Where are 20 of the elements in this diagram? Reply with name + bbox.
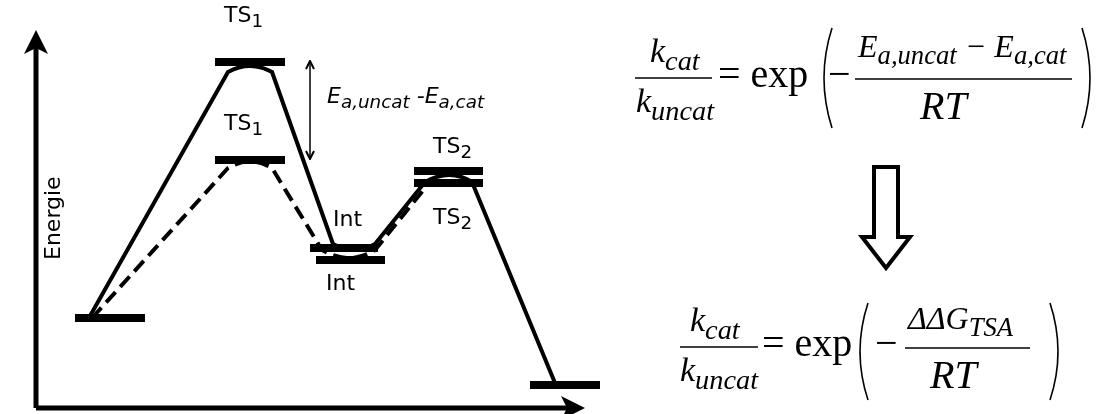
state-label: TS$_{1}$ bbox=[224, 112, 264, 139]
energy-difference-label: E$_{a,uncat}$ -E$_{a,cat}$ bbox=[327, 85, 485, 112]
state-label: TS$_{2}$ bbox=[433, 206, 473, 233]
equation-term: k$_{cat}$ bbox=[690, 303, 740, 345]
axis-label: Energie bbox=[42, 176, 64, 260]
equation-term: RT bbox=[920, 86, 967, 126]
state-label: Int bbox=[326, 272, 356, 294]
state-label: Int bbox=[333, 208, 363, 230]
equation-term: E$_{a,uncat}$ − E$_{a,cat}$ bbox=[858, 30, 1067, 70]
equation-term: k$_{cat}$ bbox=[650, 34, 700, 76]
equation-term: = exp bbox=[718, 54, 809, 94]
equation-term: ΔΔG$_{TSA}$ bbox=[908, 302, 1014, 342]
state-label: TS$_{2}$ bbox=[433, 135, 473, 162]
equation-term: k$_{uncat}$ bbox=[636, 84, 715, 126]
equation-term: = exp bbox=[762, 323, 853, 363]
equation-term: − bbox=[875, 323, 898, 363]
equation-term: RT bbox=[930, 355, 977, 395]
state-label: TS$_{1}$ bbox=[224, 4, 264, 31]
equation-term: − bbox=[828, 54, 851, 94]
equation-term: k$_{uncat}$ bbox=[680, 353, 759, 395]
